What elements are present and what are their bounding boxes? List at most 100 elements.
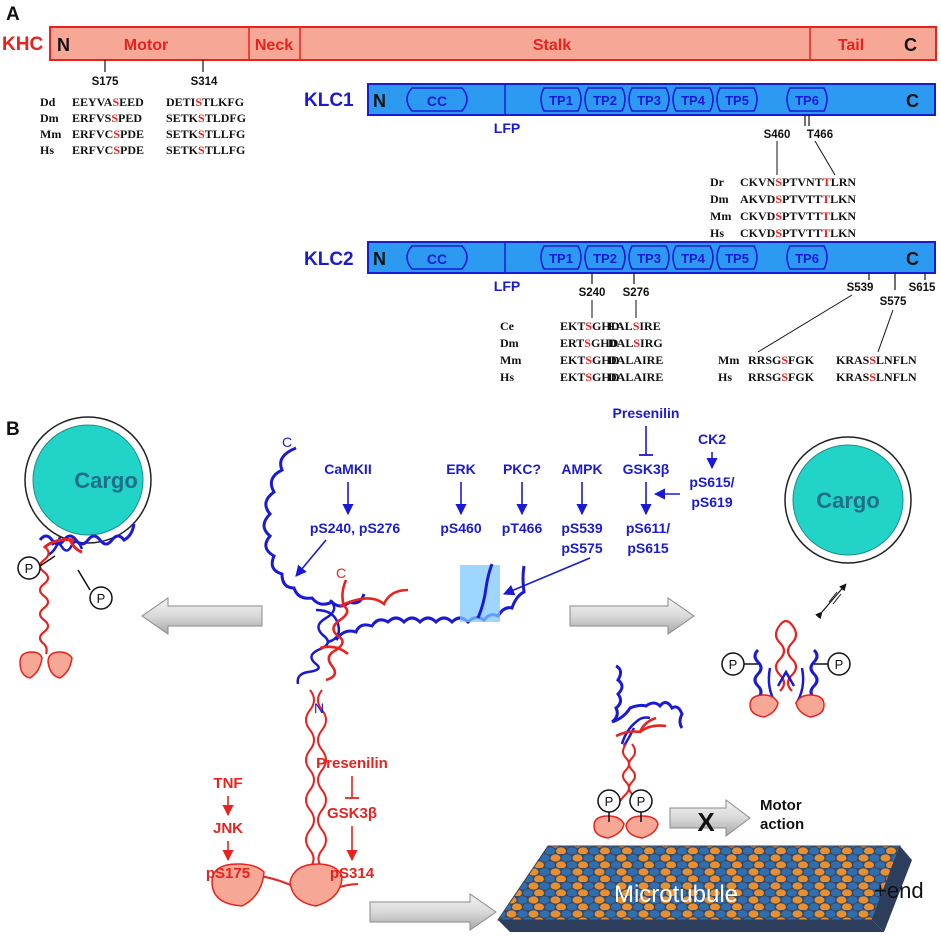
svg-text:EKTSGHD: EKTSGHD <box>560 353 620 367</box>
klc1-align-row: Mm CKVDSPTVTTTLKN <box>710 209 856 223</box>
central-khc-stalk <box>300 689 333 893</box>
presenilin-top-label: Presenilin <box>613 405 680 421</box>
klc-kinase-ampk: AMPK pS539 pS575 <box>561 461 602 556</box>
khc-align-row: Hs ERFVCSPDE SETKSTLLFG <box>40 143 245 157</box>
khc-align-row: Dm ERFVSSPED SETKSTLDFG <box>40 111 246 125</box>
svg-text:Hs: Hs <box>710 226 724 240</box>
khc-c-terminus: C <box>904 35 917 55</box>
svg-text:DALSIRG: DALSIRG <box>608 336 663 350</box>
svg-text:P: P <box>835 657 844 672</box>
kinase-ampk-label: AMPK <box>561 461 602 477</box>
left-phospho-icon-2: P <box>77 569 113 610</box>
khc-align-row: Dd EEYVASEED DETISTLKFG <box>40 95 244 109</box>
svg-text:CKVDSPTVTTTLKN: CKVDSPTVTTTLKN <box>740 226 856 240</box>
mt-phospho-icon-1: P <box>597 789 621 822</box>
klc1-align-row: Hs CKVDSPTVTTTLKN <box>710 226 856 240</box>
klc1-c-terminus: C <box>906 91 919 111</box>
mt-khc-heads-icon <box>593 815 659 839</box>
site-pkc-label: pT466 <box>502 520 543 536</box>
gsk3b-red-label: GSK3β <box>327 805 377 822</box>
svg-text:Mm: Mm <box>500 353 521 367</box>
klc1-bar <box>367 83 936 116</box>
flow-arrow-left-icon <box>141 597 263 635</box>
khc-kinase-tnf-path: TNF JNK pS175 <box>206 775 250 882</box>
central-klc-c-label: C <box>282 434 292 450</box>
svg-text:CKVNSPTVNTTLRN: CKVNSPTVNTTLRN <box>740 175 856 189</box>
left-phospho-icon-1: P <box>17 555 56 580</box>
folded-kinesin-complex: P P <box>721 619 851 718</box>
central-klc-tangle <box>296 599 341 685</box>
klc2-align-row: Dm ERTSGHD DALSIRG <box>500 336 663 350</box>
central-khc-chain <box>319 579 409 682</box>
svg-text:Mm: Mm <box>40 127 61 141</box>
svg-text:P: P <box>605 794 614 809</box>
kinase-erk-label: ERK <box>446 461 476 477</box>
left-khc-head-icon <box>19 651 73 679</box>
svg-text:ERFVSSPED: ERFVSSPED <box>72 111 142 125</box>
left-khc-tail <box>42 538 83 554</box>
left-cargo-label: Cargo <box>74 468 138 493</box>
klc1-cc: CC <box>427 93 447 109</box>
right-cargo-complex <box>784 436 912 564</box>
khc-domain-neck: Neck <box>255 37 293 54</box>
kinase-gsk3b-label: GSK3β <box>623 461 670 477</box>
svg-text:Mm: Mm <box>718 353 739 367</box>
right-cargo-body <box>792 444 904 556</box>
microtubule-label: Microtubule <box>614 881 738 908</box>
blocked-mark: X <box>697 807 715 837</box>
central-klc-right-chain <box>334 565 526 641</box>
tnf-label: TNF <box>213 775 242 792</box>
klc2-align-row: Mm RRSGSFGK KRASSLNFLN <box>718 353 917 367</box>
klc2-alignment-right: Mm RRSGSFGK KRASSLNFLN Hs RRSGSFGK KRASS… <box>718 353 917 384</box>
kinase-to-tail-arrow <box>502 557 591 596</box>
klc2-align-row: Hs EKTSGHD DALAIRE <box>500 370 663 384</box>
mt-bound-kinesin: P P <box>593 664 684 839</box>
khc-align-row: Mm ERFVCSPDE SETKSTLLFG <box>40 127 245 141</box>
klc2-n-terminus: N <box>373 249 386 269</box>
svg-text:DALAIRE: DALAIRE <box>608 353 663 367</box>
site-gsk3b-label-2: pS615 <box>627 540 668 556</box>
klc2-cc: CC <box>427 251 447 267</box>
khc-site-s314: S314 <box>191 76 218 88</box>
klc2-site-s539: S539 <box>847 282 874 294</box>
klc1-tpr-5: TP5 <box>725 93 749 108</box>
folded-phospho-icon-right: P <box>814 652 851 676</box>
klc-kinase-ck2: CK2 pS615/ pS619 <box>653 431 735 510</box>
svg-text:Dr: Dr <box>710 175 725 189</box>
panel-b-label: B <box>6 419 20 440</box>
svg-text:ERFVCSPDE: ERFVCSPDE <box>72 127 144 141</box>
klc1-site-t466: T466 <box>807 129 833 141</box>
klc1-name: KLC1 <box>304 90 354 111</box>
khc-domain-tail: Tail <box>838 37 864 54</box>
mt-phospho-icon-2: P <box>629 789 653 822</box>
svg-text:Dm: Dm <box>40 111 59 125</box>
left-cargo-body <box>32 424 144 536</box>
klc2-site-s615: S615 <box>909 282 936 294</box>
klc1-align-row: Dr CKVNSPTVNTTLRN <box>710 175 856 189</box>
kinase-camkii-label: CaMKII <box>324 461 371 477</box>
site-camkii-label: pS240, pS276 <box>310 520 400 536</box>
klc2-name: KLC2 <box>304 249 354 270</box>
klc1-tpr-3: TP3 <box>637 93 661 108</box>
khc-alignment: Dd EEYVASEED DETISTLKFG Dm ERFVSSPED SET… <box>40 95 246 157</box>
svg-text:Dm: Dm <box>500 336 519 350</box>
site-ampk-label-1: pS539 <box>561 520 602 536</box>
klc2-tpr-1: TP1 <box>549 251 573 266</box>
site-ck2-label-1: pS615/ <box>689 474 734 490</box>
svg-text:Hs: Hs <box>500 370 514 384</box>
klc1-tpr-6: TP6 <box>795 93 819 108</box>
klc2-site-s575: S575 <box>880 296 907 308</box>
flow-arrow-bottom-icon <box>369 893 497 931</box>
svg-text:SETKSTLLFG: SETKSTLLFG <box>166 143 245 157</box>
klc2-c-terminus: C <box>906 249 919 269</box>
svg-text:Hs: Hs <box>40 143 54 157</box>
svg-text:RRSGSFGK: RRSGSFGK <box>748 370 815 384</box>
svg-text:Ce: Ce <box>500 319 515 333</box>
svg-text:KRASSLNFLN: KRASSLNFLN <box>836 370 917 384</box>
site-ampk-label-2: pS575 <box>561 540 602 556</box>
klc-kinase-gsk3b: Presenilin GSK3β pS611/ pS615 <box>613 405 680 556</box>
klc1-tpr-4: TP4 <box>681 93 706 108</box>
svg-text:CKVDSPTVTTTLKN: CKVDSPTVTTTLKN <box>740 209 856 223</box>
klc2-site-line-s539 <box>757 294 853 353</box>
svg-text:P: P <box>97 591 106 606</box>
